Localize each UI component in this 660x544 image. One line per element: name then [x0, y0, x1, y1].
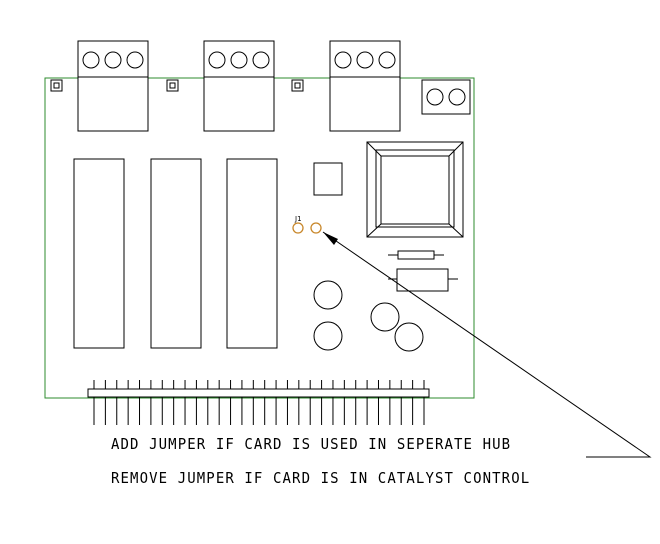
capacitor [388, 268, 458, 292]
jumper-label: J1 [294, 215, 302, 223]
round-component [394, 322, 424, 352]
relay [226, 158, 278, 349]
round-component [313, 321, 343, 351]
transformer [366, 141, 464, 238]
small-chip [313, 162, 343, 196]
remove-jumper-note: REMOVE JUMPER IF CARD IS IN CATALYST CON… [111, 470, 531, 488]
two-pin-terminal [421, 79, 471, 115]
jumper-pin [292, 222, 304, 234]
mounting-pad [166, 79, 179, 92]
relay [73, 158, 125, 349]
mounting-pad [50, 79, 63, 92]
terminal-block [77, 40, 149, 132]
connector-pins [93, 380, 425, 425]
leader-line [322, 231, 652, 458]
terminal-block [203, 40, 275, 132]
relay [150, 158, 202, 349]
terminal-block [329, 40, 401, 132]
add-jumper-note: ADD JUMPER IF CARD IS USED IN SEPERATE H… [111, 436, 512, 454]
round-component [313, 280, 343, 310]
round-component [370, 302, 400, 332]
mounting-pad [291, 79, 304, 92]
resistor [388, 250, 444, 260]
jumper-pin [310, 222, 322, 234]
edge-connector [87, 380, 430, 425]
